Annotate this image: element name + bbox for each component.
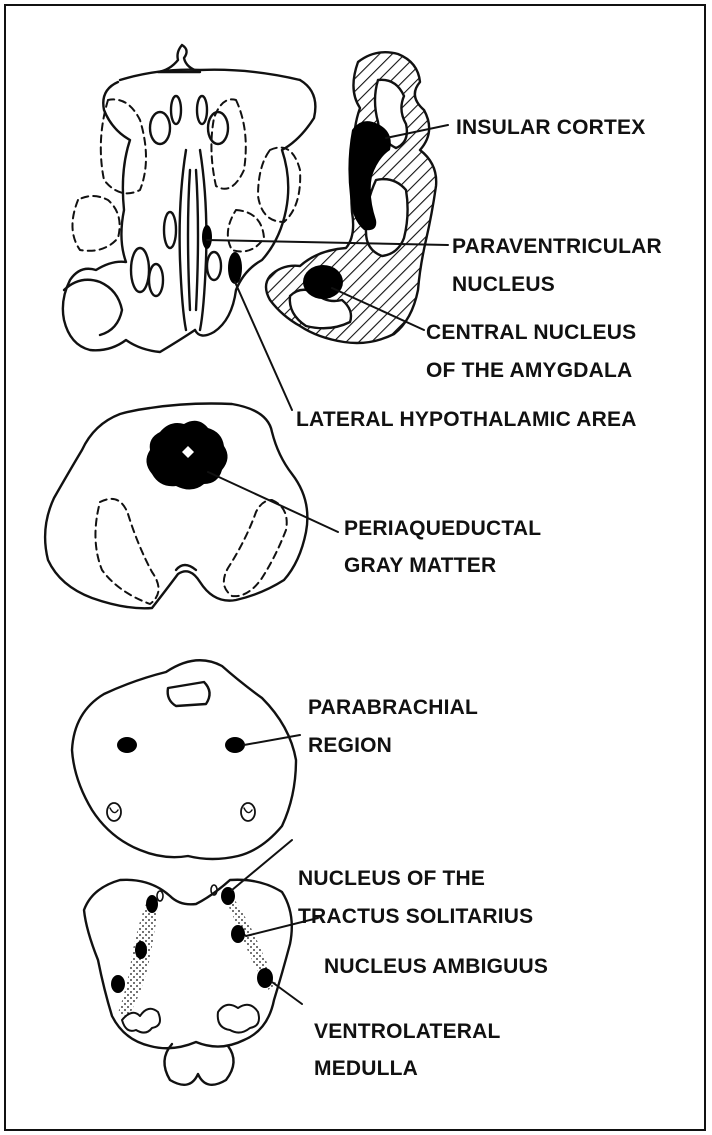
parabrachial-right-mark (225, 737, 245, 753)
label-insular-cortex: INSULAR CORTEX (456, 117, 645, 138)
ventrolateral-medulla-mark (257, 968, 273, 988)
label-lateral-hypothalamic: LATERAL HYPOTHALAMIC AREA (296, 409, 637, 430)
nucleus-ambiguus-mark (231, 925, 245, 943)
label-central-nucleus-line1: CENTRAL NUCLEUS (426, 322, 636, 343)
label-nts-line1: NUCLEUS OF THE (298, 868, 485, 889)
central-amygdala-mark (303, 265, 343, 299)
corpus-callosum-arc (120, 70, 300, 80)
label-nts-line2: TRACTUS SOLITARIUS (298, 906, 533, 927)
label-periaqueductal-line2: GRAY MATTER (344, 555, 496, 576)
label-nucleus-ambiguus: NUCLEUS AMBIGUUS (324, 956, 548, 977)
parabrachial-left-mark (117, 737, 137, 753)
label-paraventricular-line1: PARAVENTRICULAR (452, 236, 662, 257)
label-central-nucleus-line2: OF THE AMYGDALA (426, 360, 632, 381)
temporal-bulge (64, 280, 122, 335)
label-ventrolateral-line2: MEDULLA (314, 1058, 418, 1079)
leader-pag (208, 472, 338, 532)
lateral-hypothalamic-mark (228, 252, 242, 284)
label-parabrachial-line1: PARABRACHIAL (308, 697, 478, 718)
label-ventrolateral-line1: VENTROLATERAL (314, 1021, 501, 1042)
label-periaqueductal-line1: PERIAQUEDUCTAL (344, 518, 541, 539)
medulla-section (84, 840, 318, 1085)
pons-section (72, 660, 300, 859)
right-cortex (266, 52, 436, 343)
paraventricular-nucleus-mark (202, 225, 212, 249)
midline-fold (158, 45, 200, 72)
label-parabrachial-line2: REGION (308, 735, 392, 756)
label-paraventricular-line2: NUCLEUS (452, 274, 555, 295)
midbrain-section (45, 404, 338, 609)
